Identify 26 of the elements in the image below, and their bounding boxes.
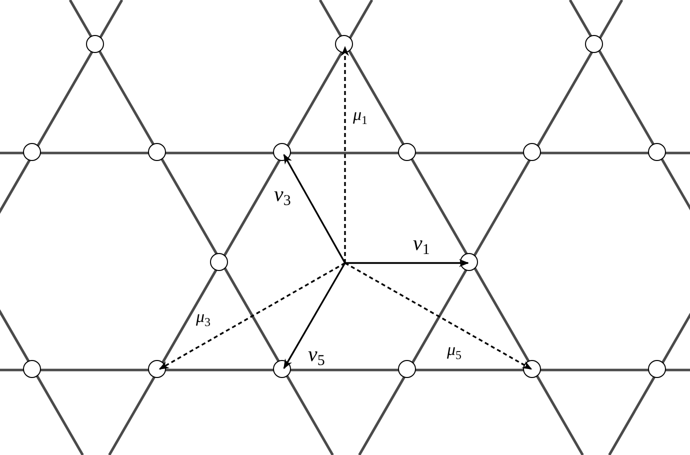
edge-label: μ$_{5}$ (447, 341, 462, 361)
lattice-site-circle (273, 143, 292, 162)
arrow (283, 154, 346, 264)
lattice-site-circle (148, 143, 166, 162)
lattice-site-circle (398, 360, 416, 378)
lattice-site-circle (523, 143, 542, 162)
edge-label: μ$_{1}$ (353, 106, 368, 126)
edge-label: ν$_{3}$ (274, 184, 291, 209)
lattice-site-circle (585, 35, 604, 54)
arrow (345, 259, 469, 267)
edge-label: μ$_{3}$ (196, 308, 211, 328)
lattice-site-circle (648, 143, 666, 162)
arrow (344, 262, 532, 370)
edge-label: ν$_{5}$ (308, 344, 325, 369)
lattice-site-circle (86, 35, 104, 54)
edge-label: ν$_{1}$ (413, 233, 430, 258)
arrow (341, 46, 349, 263)
lattice-site-circle (210, 253, 228, 272)
lattice-site-circle (335, 35, 354, 54)
lattice-site-circle (148, 360, 166, 378)
lattice-site-circle (23, 143, 42, 162)
arrow (283, 262, 346, 370)
lattice-site-circle (648, 360, 666, 378)
lattice-site-circle (398, 143, 416, 162)
lattice-site-circle (23, 360, 42, 378)
arrow (158, 262, 346, 370)
